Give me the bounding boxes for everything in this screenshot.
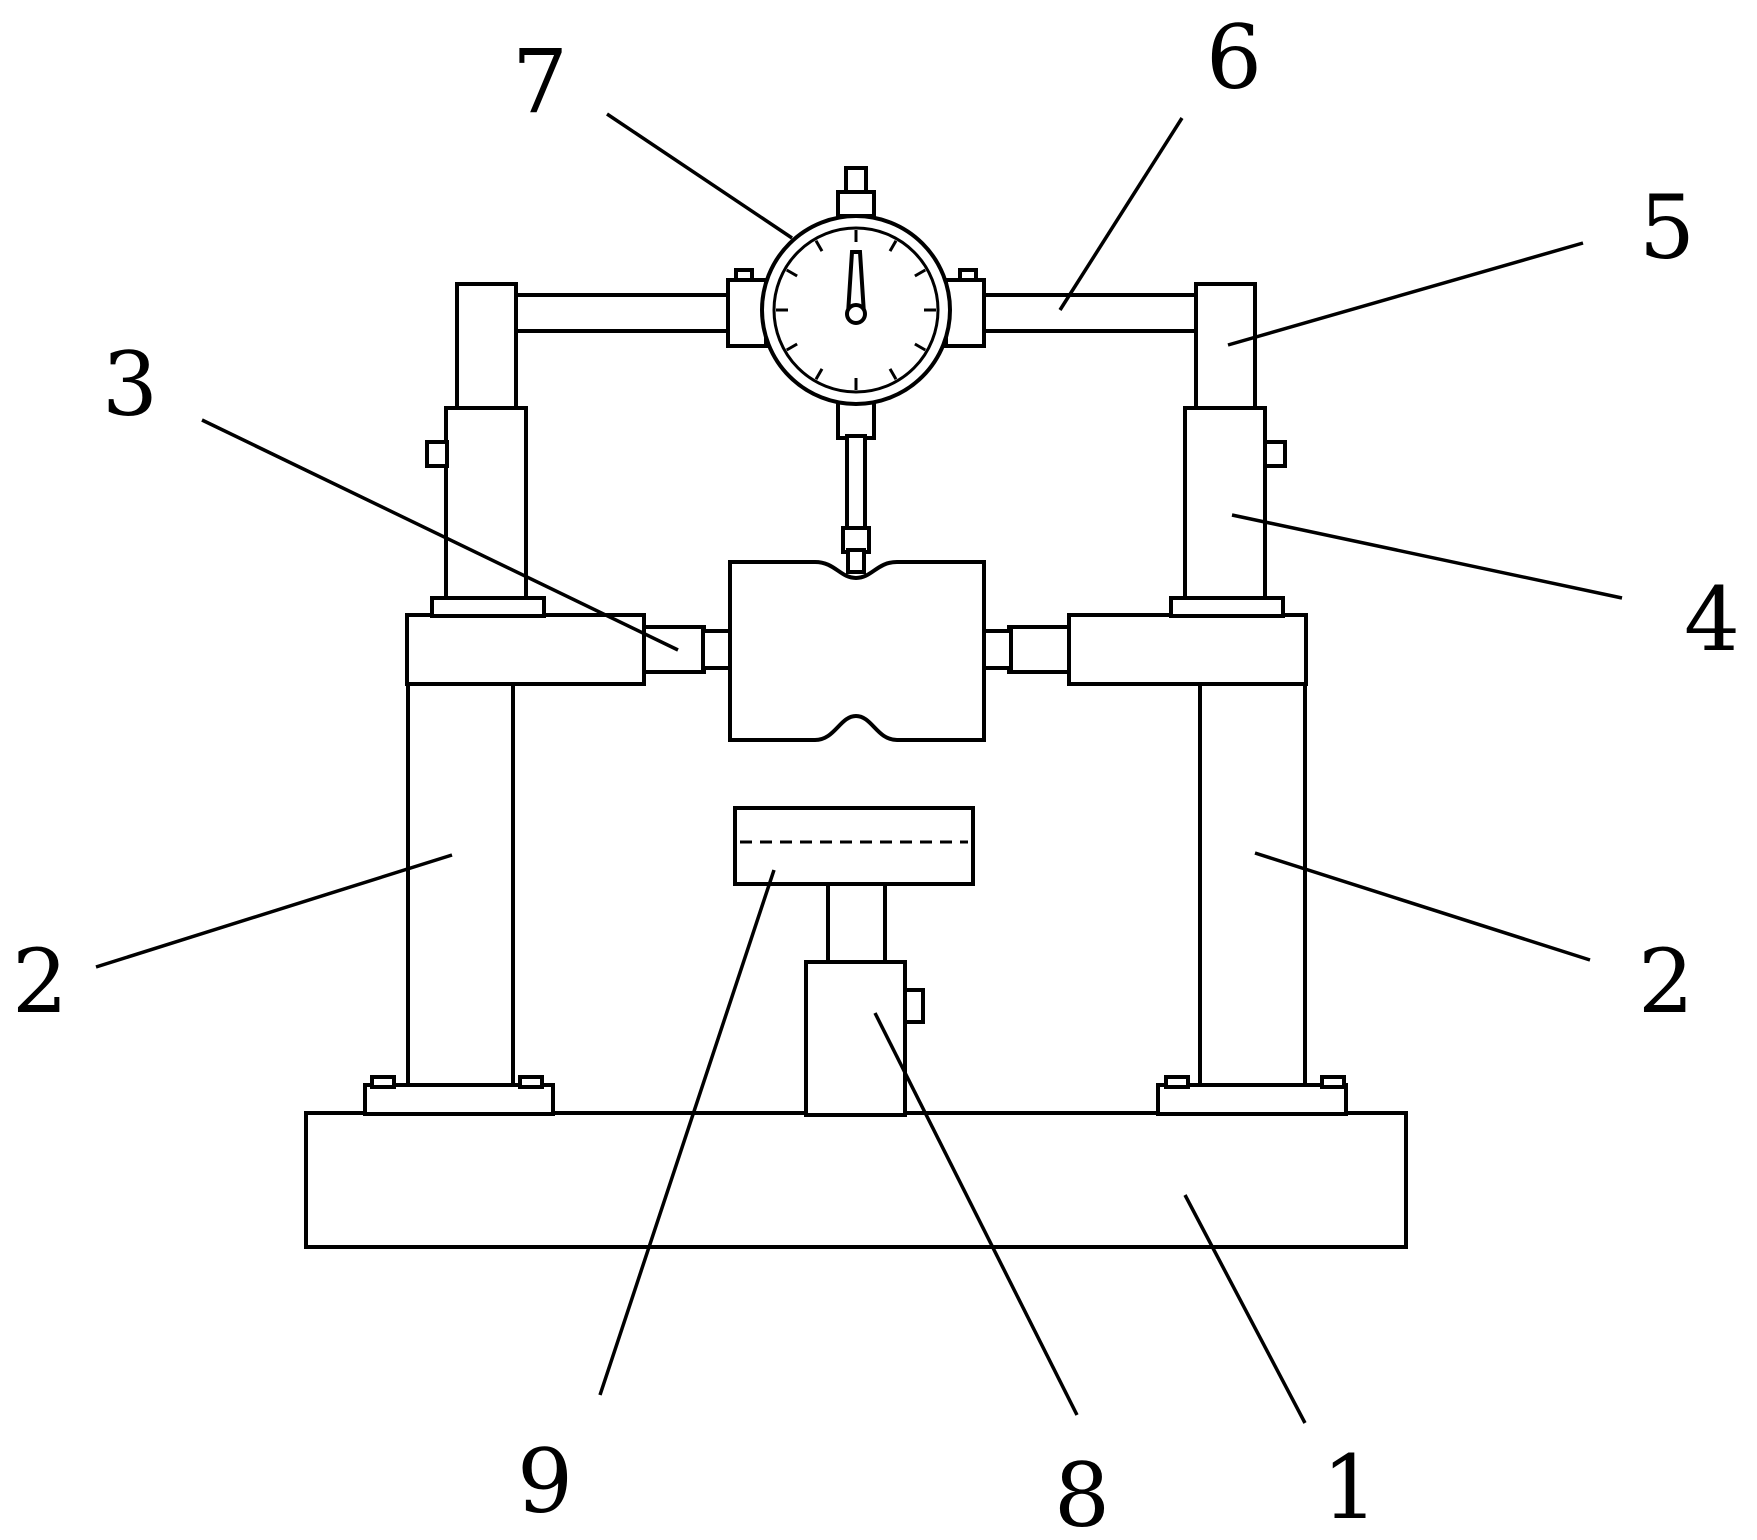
leader-2-left (95, 853, 453, 969)
label-3: 3 (102, 333, 158, 436)
right-upright (1194, 282, 1257, 410)
pad-plate (733, 806, 975, 886)
dial-tick (888, 368, 898, 381)
dial-gauge (760, 166, 952, 574)
dial-tick (888, 239, 898, 252)
label-4: 4 (1684, 568, 1740, 671)
left-sleeve (425, 406, 546, 618)
leader-1 (1183, 1194, 1307, 1424)
leader-4 (1231, 513, 1623, 600)
leader-3 (201, 418, 679, 652)
dial-tick (785, 268, 798, 278)
label-7: 7 (512, 30, 568, 133)
right-mount-plate (1156, 1075, 1348, 1116)
leader-6 (1058, 117, 1184, 311)
leader-2-right (1254, 851, 1591, 962)
label-2-right: 2 (1638, 930, 1694, 1033)
crossbar-knob-left (734, 268, 754, 282)
right-column-head (1067, 613, 1308, 686)
lift-knob (903, 988, 925, 1024)
crossbar-right (980, 293, 1198, 333)
label-5: 5 (1639, 176, 1695, 279)
label-1: 1 (1322, 1436, 1378, 1539)
dial-tick (814, 368, 824, 381)
right-sleeve (1169, 406, 1287, 618)
dial-tick (814, 239, 824, 252)
left-column-head (405, 613, 646, 686)
label-2-left: 2 (12, 930, 68, 1033)
left-mount-plate (363, 1075, 555, 1116)
left-clamp-shaft (642, 625, 732, 674)
crossbar-knob-right (958, 268, 978, 282)
left-column (406, 682, 515, 1087)
label-9: 9 (517, 1430, 573, 1533)
dial-tick (914, 268, 927, 278)
base-plate (304, 1111, 1408, 1249)
dial-hub (845, 303, 867, 325)
leader-5 (1227, 241, 1584, 347)
dial-tick (785, 342, 798, 352)
left-upright (455, 282, 518, 410)
label-8: 8 (1054, 1444, 1110, 1540)
leader-8 (873, 1012, 1079, 1416)
leader-7 (606, 112, 793, 240)
dial-tick (914, 342, 927, 352)
right-clamp-shaft (982, 625, 1071, 674)
label-6: 6 (1206, 6, 1262, 109)
lift-rod (826, 882, 887, 964)
crossbar-left (514, 293, 731, 333)
right-column (1198, 682, 1307, 1087)
leader-9 (598, 869, 776, 1396)
workpiece-block (728, 560, 986, 742)
dial-ticks (776, 230, 936, 390)
crossbar-clamp-left (726, 278, 768, 348)
lift-body (804, 960, 907, 1117)
